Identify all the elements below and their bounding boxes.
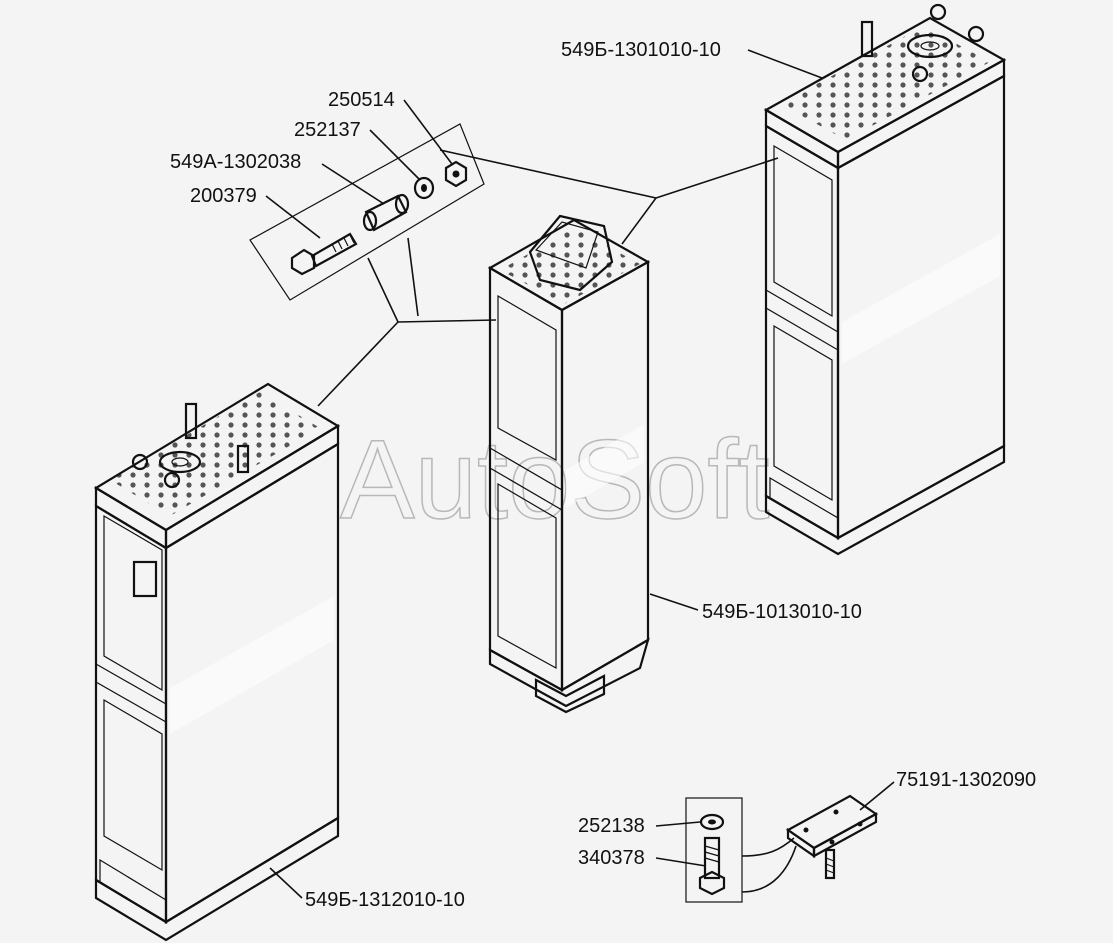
radiator-right xyxy=(763,3,1007,556)
label-bolt-top: 200379 xyxy=(190,185,257,207)
callout-plate: 75191-1302090 xyxy=(859,769,1036,811)
washer-252137 xyxy=(413,176,435,200)
label-washer-top: 252137 xyxy=(294,119,361,141)
label-washer-bottom: 252138 xyxy=(578,815,645,837)
label-radiator-left: 549Б-1312010-10 xyxy=(305,889,465,911)
top-fastener-kit xyxy=(249,123,779,407)
label-radiator-middle: 549Б-1013010-10 xyxy=(702,601,862,623)
watermark-text: AutoSoft xyxy=(340,417,770,542)
callout-nut: 250514 xyxy=(328,89,453,165)
kit-frame-top xyxy=(249,123,485,301)
washer-252138 xyxy=(699,813,725,831)
label-sleeve: 549А-1302038 xyxy=(170,151,301,173)
label-bolt-bottom: 340378 xyxy=(578,847,645,869)
callout-washer-bottom: 252138 xyxy=(578,815,701,837)
radiator-middle xyxy=(487,214,651,714)
callout-radiator-left: 549Б-1312010-10 xyxy=(269,867,465,911)
callout-bolt-bottom: 340378 xyxy=(578,847,707,869)
bolt-200379 xyxy=(290,232,358,276)
label-radiator-right: 549Б-1301010-10 xyxy=(561,39,721,61)
bottom-fastener-kit xyxy=(685,794,879,903)
nut-250514 xyxy=(444,160,468,188)
callout-radiator-right: 549Б-1301010-10 xyxy=(561,39,823,79)
callout-bolt-top: 200379 xyxy=(190,185,321,239)
label-plate: 75191-1302090 xyxy=(896,769,1036,791)
radiator-left xyxy=(93,382,341,942)
callout-washer-top: 252137 xyxy=(294,119,421,181)
label-nut: 250514 xyxy=(328,89,395,111)
callout-radiator-middle: 549Б-1013010-10 xyxy=(649,593,862,623)
kit-frame-bottom xyxy=(685,797,743,903)
bolt-340378 xyxy=(698,836,726,896)
sleeve-549a xyxy=(362,193,410,232)
plate-75191 xyxy=(785,794,879,880)
callout-sleeve: 549А-1302038 xyxy=(170,151,385,205)
